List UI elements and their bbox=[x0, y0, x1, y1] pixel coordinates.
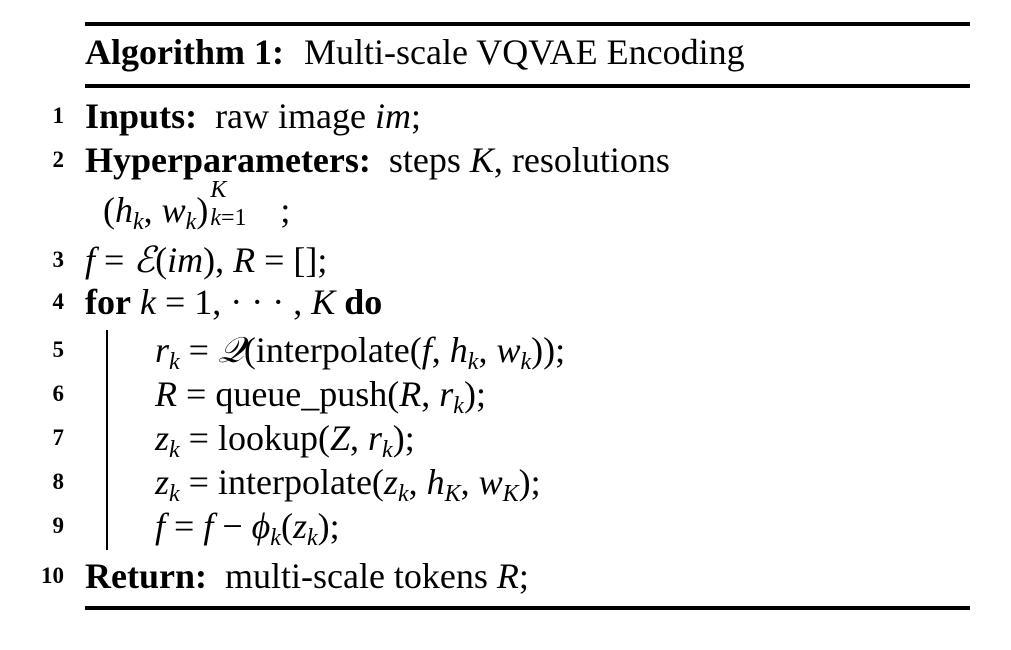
return-text: multi-scale tokens bbox=[224, 556, 488, 596]
return-var: R bbox=[496, 556, 519, 596]
line-content: R = queue_push(R, rk); bbox=[155, 374, 486, 419]
inputs-keyword: Inputs: bbox=[85, 96, 198, 136]
algorithm-line-1: 1 Inputs: raw image im; bbox=[0, 94, 1000, 138]
algorithm-title: Algorithm 1: Multi-scale VQVAE Encoding bbox=[85, 30, 745, 74]
line-number: 4 bbox=[52, 289, 65, 314]
algorithm-line-6: 6 R = queue_push(R, rk); bbox=[0, 372, 1000, 419]
line-number: 3 bbox=[52, 247, 65, 272]
hyperparameters-keyword: Hyperparameters: bbox=[85, 140, 371, 180]
line-number: 7 bbox=[52, 425, 65, 450]
line-number: 5 bbox=[52, 337, 65, 362]
hyperparameters-text: steps bbox=[388, 140, 461, 180]
algorithm-name: Multi-scale VQVAE Encoding bbox=[303, 32, 745, 72]
line-content: Inputs: raw image im; bbox=[85, 94, 421, 138]
return-tail: ; bbox=[518, 556, 529, 596]
inputs-var: im bbox=[375, 96, 411, 136]
fn-name: queue_push bbox=[215, 374, 388, 414]
line-content: zk = lookup(Z, rk); bbox=[155, 418, 415, 463]
line-content: for k = 1, · · · , K do bbox=[85, 282, 383, 322]
algorithm-line-10: 10 Return: multi-scale tokens R; bbox=[0, 554, 1000, 598]
fn-name: interpolate bbox=[217, 462, 372, 502]
line-number: 10 bbox=[41, 563, 64, 588]
loop-body-bar bbox=[106, 330, 108, 550]
fn-name: lookup bbox=[217, 418, 318, 458]
line-content: Return: multi-scale tokens R; bbox=[85, 554, 529, 598]
algorithm-line-4: 4 for k = 1, · · · , K do bbox=[0, 280, 1000, 324]
algorithm-label: Algorithm 1: bbox=[85, 32, 284, 72]
algorithm-line-5: 5 rk = 𝒬(interpolate(f, hk, wk)); bbox=[0, 328, 1000, 375]
line-content: f = f − ϕk(zk); bbox=[155, 506, 340, 551]
algorithm-line-9: 9 f = f − ϕk(zk); bbox=[0, 504, 1000, 551]
algorithm-line-3: 3 f = ℰ(im), R = []; bbox=[0, 238, 1000, 282]
top-rule bbox=[85, 22, 970, 26]
fn-name: interpolate bbox=[255, 330, 410, 370]
line-content: f = ℰ(im), R = []; bbox=[85, 240, 328, 281]
line-content: rk = 𝒬(interpolate(f, hk, wk)); bbox=[155, 330, 566, 375]
algorithm-line-8: 8 zk = interpolate(zk, hK, wK); bbox=[0, 460, 1000, 507]
hyperparameters-var: K bbox=[469, 140, 494, 180]
line-number: 9 bbox=[52, 513, 65, 538]
title-rule bbox=[85, 84, 970, 88]
bottom-rule bbox=[85, 606, 970, 610]
line-number: 1 bbox=[52, 103, 65, 128]
algorithm-line-7: 7 zk = lookup(Z, rk); bbox=[0, 416, 1000, 463]
return-keyword: Return: bbox=[85, 556, 207, 596]
algorithm-line-2: 2 Hyperparameters: steps K, resolutions bbox=[0, 138, 1000, 182]
do-keyword: do bbox=[344, 282, 383, 322]
for-keyword: for bbox=[85, 282, 131, 322]
line-content: Hyperparameters: steps K, resolutions bbox=[85, 138, 670, 182]
hyperparameters-tail: , resolutions bbox=[493, 140, 670, 180]
line-number: 8 bbox=[52, 469, 65, 494]
inputs-tail: ; bbox=[411, 96, 422, 136]
inputs-text: raw image bbox=[215, 96, 366, 136]
line-content: zk = interpolate(zk, hK, wK); bbox=[155, 462, 541, 507]
line-number: 2 bbox=[52, 147, 65, 172]
line-number: 6 bbox=[52, 381, 65, 406]
